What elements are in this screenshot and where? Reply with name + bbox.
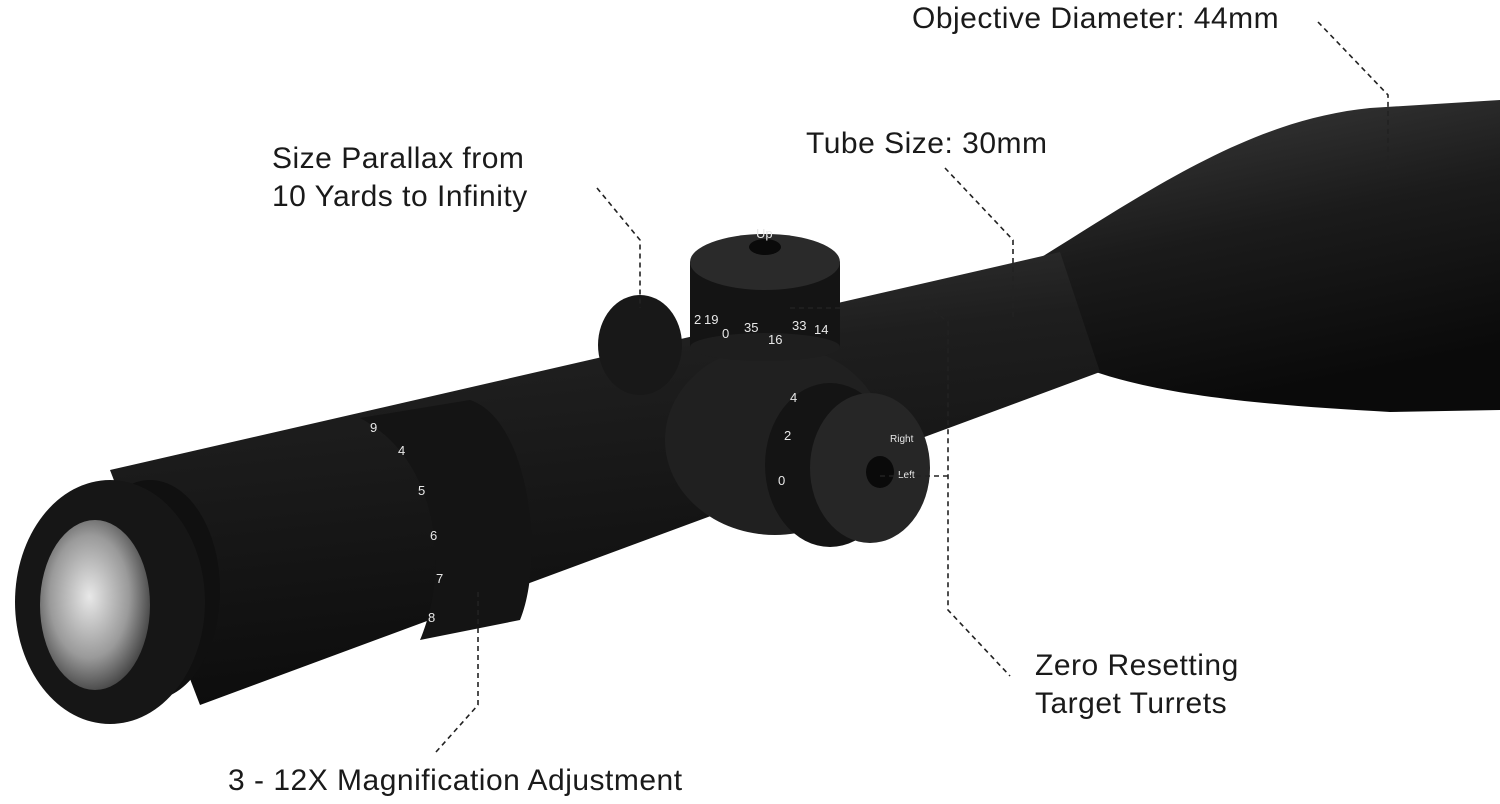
windage-left-label: Left <box>898 470 915 481</box>
objective-bell <box>1040 100 1500 412</box>
mag-number: 7 <box>436 571 443 586</box>
parallax-label-line2: 10 Yards to Infinity <box>272 180 528 213</box>
mag-number: 4 <box>398 443 405 458</box>
elevation-hex-socket <box>749 239 781 255</box>
elevation-number: 16 <box>768 332 782 347</box>
elevation-number: 33 <box>792 318 806 333</box>
mag-number: 9 <box>370 420 377 435</box>
magnification-label: 3 - 12X Magnification Adjustment <box>228 764 683 797</box>
callout-lines <box>435 21 1389 753</box>
elevation-number: 35 <box>744 320 758 335</box>
turrets-label: Zero Resetting Target Turrets <box>1035 647 1239 723</box>
objective-leader-line <box>1317 21 1389 170</box>
parallax-knob <box>598 295 682 395</box>
magnification-ring <box>360 400 532 640</box>
windage-number: 4 <box>790 390 797 405</box>
elevation-number: 0 <box>722 326 729 341</box>
windage-number: 2 <box>784 428 791 443</box>
main-tube <box>110 252 1100 705</box>
tube-size-label: Tube Size: 30mm <box>806 127 1048 160</box>
parallax-label-line1: Size Parallax from <box>272 142 525 175</box>
parallax-label: Size Parallax from 10 Yards to Infinity <box>272 140 528 216</box>
turrets-label-line2: Target Turrets <box>1035 687 1228 720</box>
windage-number: 0 <box>778 473 785 488</box>
elevation-up-label: Up <box>756 226 773 241</box>
eyepiece-lens <box>40 520 150 690</box>
mag-number: 8 <box>428 610 435 625</box>
elevation-number: 2 <box>694 312 701 327</box>
windage-right-label: Right <box>890 434 914 445</box>
objective-diameter-label: Objective Diameter: 44mm <box>912 2 1280 35</box>
mag-number: 5 <box>418 483 425 498</box>
elevation-number: 19 <box>704 312 718 327</box>
magnification-leader-line <box>435 590 479 753</box>
elevation-turret-base <box>690 333 840 361</box>
tube-leader-line <box>944 167 1014 318</box>
elevation-number: 14 <box>814 322 828 337</box>
parallax-leader-line <box>596 187 641 308</box>
turrets-label-line1: Zero Resetting <box>1035 649 1239 682</box>
mag-number: 6 <box>430 528 437 543</box>
turret-leader-line <box>790 307 1011 677</box>
elevation-turret-cap <box>690 234 840 290</box>
windage-hex-socket <box>866 456 894 488</box>
